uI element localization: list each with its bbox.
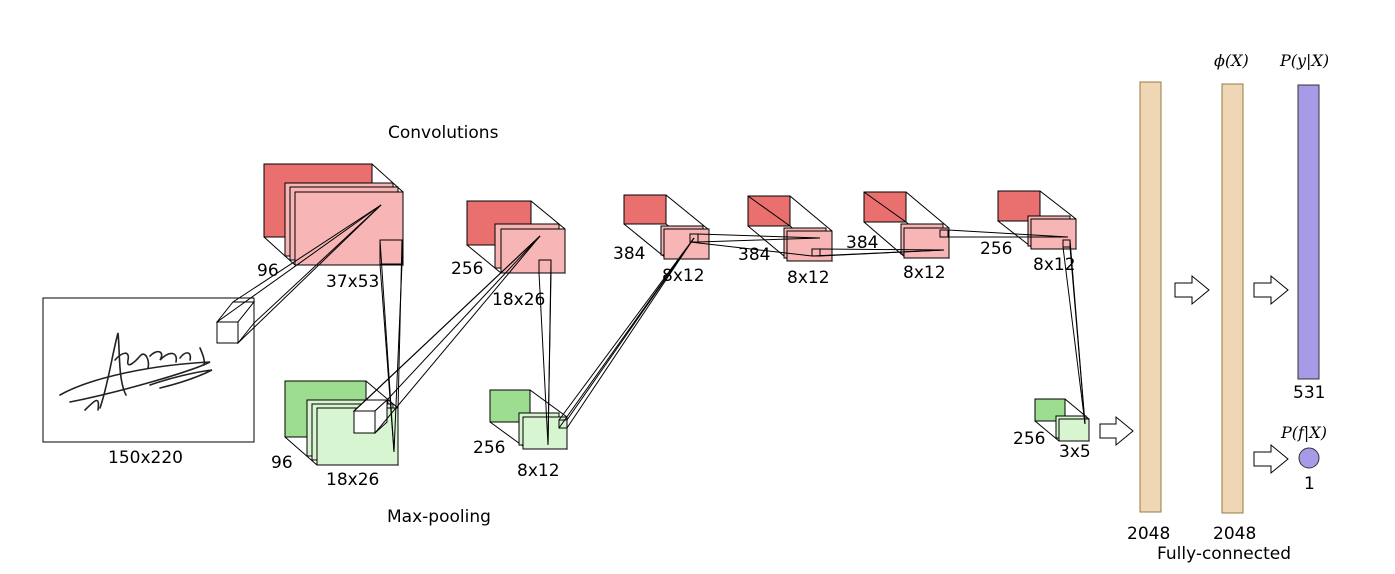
conv2-channels-label: 256 (451, 259, 483, 279)
fc1-layer: 2048 (1127, 81, 1170, 544)
conv6-channels-label: 256 (980, 239, 1012, 259)
writer-output-bar (1297, 84, 1320, 380)
max-pooling-heading: Max-pooling (387, 507, 491, 527)
forgery-output-math-label: P(f|X) (1280, 423, 1327, 442)
fc2-layer: 2048 ϕ(X) (1213, 51, 1256, 544)
pool2-size-label: 8x12 (517, 461, 560, 481)
fc2-units-label: 2048 (1213, 524, 1256, 544)
conv3-to-conv4-lines (689, 233, 821, 257)
arrow-pool3-to-fc1 (1099, 415, 1134, 447)
fc1-units-label: 2048 (1127, 524, 1170, 544)
conv2-to-pool2-lines (538, 259, 552, 446)
conv5-block: 384 8x12 (846, 191, 950, 283)
pool3-size-label: 3x5 (1059, 442, 1091, 462)
forgery-output-node (1298, 447, 1320, 469)
conv4-to-conv5-lines (811, 248, 945, 257)
pool3-channels-label: 256 (1013, 429, 1045, 449)
conv1-channels-label: 96 (257, 261, 279, 281)
arrow-fc1-to-fc2 (1174, 274, 1210, 306)
pool3-block: 256 3x5 (1013, 398, 1091, 462)
forgery-output-units-label: 1 (1304, 474, 1315, 494)
conv3-channels-label: 384 (613, 244, 645, 264)
conv4-size-label: 8x12 (787, 268, 830, 288)
conv4-block: 384 8x12 (738, 195, 833, 288)
signature-drawing (59, 332, 213, 411)
conv5-size-label: 8x12 (903, 263, 946, 283)
conv5-to-conv6-lines (940, 229, 1069, 238)
conv6-block: 256 8x12 (980, 190, 1077, 275)
conv1-size-label: 37x53 (326, 272, 379, 292)
fc1-bar (1139, 81, 1162, 513)
convolutions-heading: Convolutions (388, 123, 499, 143)
fc2-bar (1221, 83, 1244, 514)
hollow-arrow-icon (1253, 443, 1289, 475)
hollow-arrow-icon (1253, 274, 1289, 306)
pool2-channels-label: 256 (473, 438, 505, 458)
arrow-fc2-to-writer (1253, 274, 1289, 306)
conv6-size-label: 8x12 (1033, 255, 1076, 275)
hollow-arrow-icon (1174, 274, 1210, 306)
pool1-block: 96 18x26 (271, 380, 399, 490)
pool2-block: 256 8x12 (473, 389, 568, 481)
fc2-math-label: ϕ(X) (1214, 51, 1249, 70)
arrow-fc2-to-forgery (1253, 443, 1289, 475)
writer-output-math-label: P(y|X) (1279, 51, 1329, 70)
input-size-label: 150x220 (108, 448, 183, 468)
writer-output-layer: 531 P(y|X) (1279, 51, 1329, 403)
hollow-arrow-icon (1099, 415, 1134, 447)
conv2-size-label: 18x26 (492, 290, 545, 310)
conv2-block: 256 18x26 (451, 200, 566, 310)
pool1-size-label: 18x26 (326, 470, 379, 490)
conv5-channels-label: 384 (846, 233, 878, 253)
forgery-output-layer: 1 P(f|X) (1280, 423, 1327, 494)
writer-output-units-label: 531 (1293, 383, 1325, 403)
input-to-conv1-lines (216, 204, 382, 344)
conv3-block: 384 8x12 (613, 194, 710, 286)
conv3-size-label: 8x12 (662, 266, 705, 286)
pool2-to-conv3-lines (558, 237, 695, 429)
conv6-to-pool3-lines (1062, 239, 1086, 425)
conv1-to-pool1-lines (379, 239, 403, 453)
pool1-to-conv2-lines (353, 235, 541, 434)
fully-connected-heading: Fully-connected (1157, 544, 1291, 564)
pool1-channels-label: 96 (271, 453, 293, 473)
